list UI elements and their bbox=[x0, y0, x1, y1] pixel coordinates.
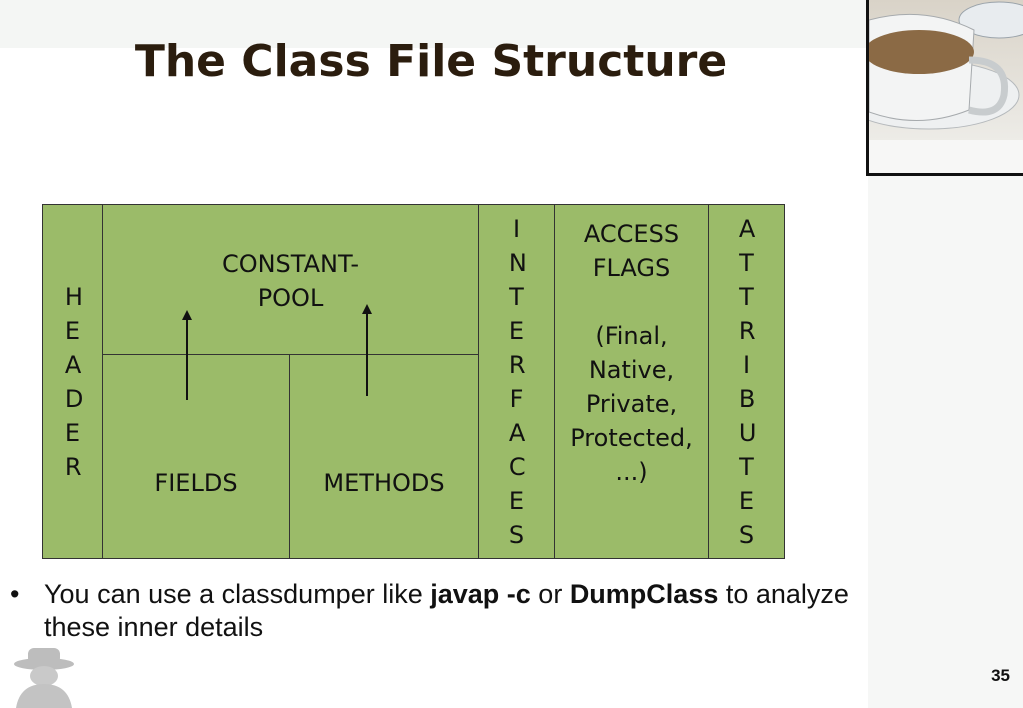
access-flags-label: ACCESS FLAGS (Final, Native, Private, Pr… bbox=[570, 220, 693, 486]
bullet-text-1: You can use a classdumper like bbox=[44, 579, 431, 609]
header-cell: HEADER bbox=[42, 204, 103, 559]
methods-cell: METHODS bbox=[289, 354, 479, 559]
page-number: 35 bbox=[991, 666, 1010, 685]
access-flags-cell: ACCESS FLAGS (Final, Native, Private, Pr… bbox=[554, 204, 709, 559]
attributes-cell: ATTRIBUTES bbox=[708, 204, 785, 559]
bullet-item: • You can use a classdumper like javap -… bbox=[10, 578, 860, 644]
teacup-image bbox=[869, 0, 1023, 173]
bullet-list: • You can use a classdumper like javap -… bbox=[10, 578, 860, 644]
page-title: The Class File Structure bbox=[134, 36, 728, 87]
interfaces-label: INTERFACES bbox=[508, 214, 527, 549]
fields-to-pool-arrow bbox=[182, 310, 192, 400]
fields-label: FIELDS bbox=[154, 468, 238, 497]
spy-silhouette-icon bbox=[14, 648, 74, 708]
bullet-bold-dumpclass: DumpClass bbox=[569, 579, 719, 609]
bullet-text-2: or bbox=[530, 579, 570, 609]
attributes-label: ATTRIBUTES bbox=[738, 214, 757, 549]
bullet-text-3: to analyze these inner details bbox=[44, 579, 849, 642]
methods-to-pool-arrow bbox=[362, 304, 372, 396]
interfaces-cell: INTERFACES bbox=[478, 204, 555, 559]
top-band bbox=[0, 0, 866, 48]
bullet-bold-javap: javap -c bbox=[430, 579, 531, 609]
constant-pool-cell: CONSTANT- POOL bbox=[102, 204, 479, 355]
teacup-photo bbox=[866, 0, 1023, 176]
right-panel bbox=[868, 176, 1023, 708]
header-label: HEADER bbox=[64, 282, 84, 481]
bullet-marker: • bbox=[10, 579, 20, 609]
class-file-diagram: HEADER CONSTANT- POOL FIELDS METHODS INT… bbox=[42, 204, 785, 559]
constant-pool-label: CONSTANT- POOL bbox=[221, 250, 360, 312]
fields-cell: FIELDS bbox=[102, 354, 290, 559]
methods-label: METHODS bbox=[323, 468, 445, 497]
